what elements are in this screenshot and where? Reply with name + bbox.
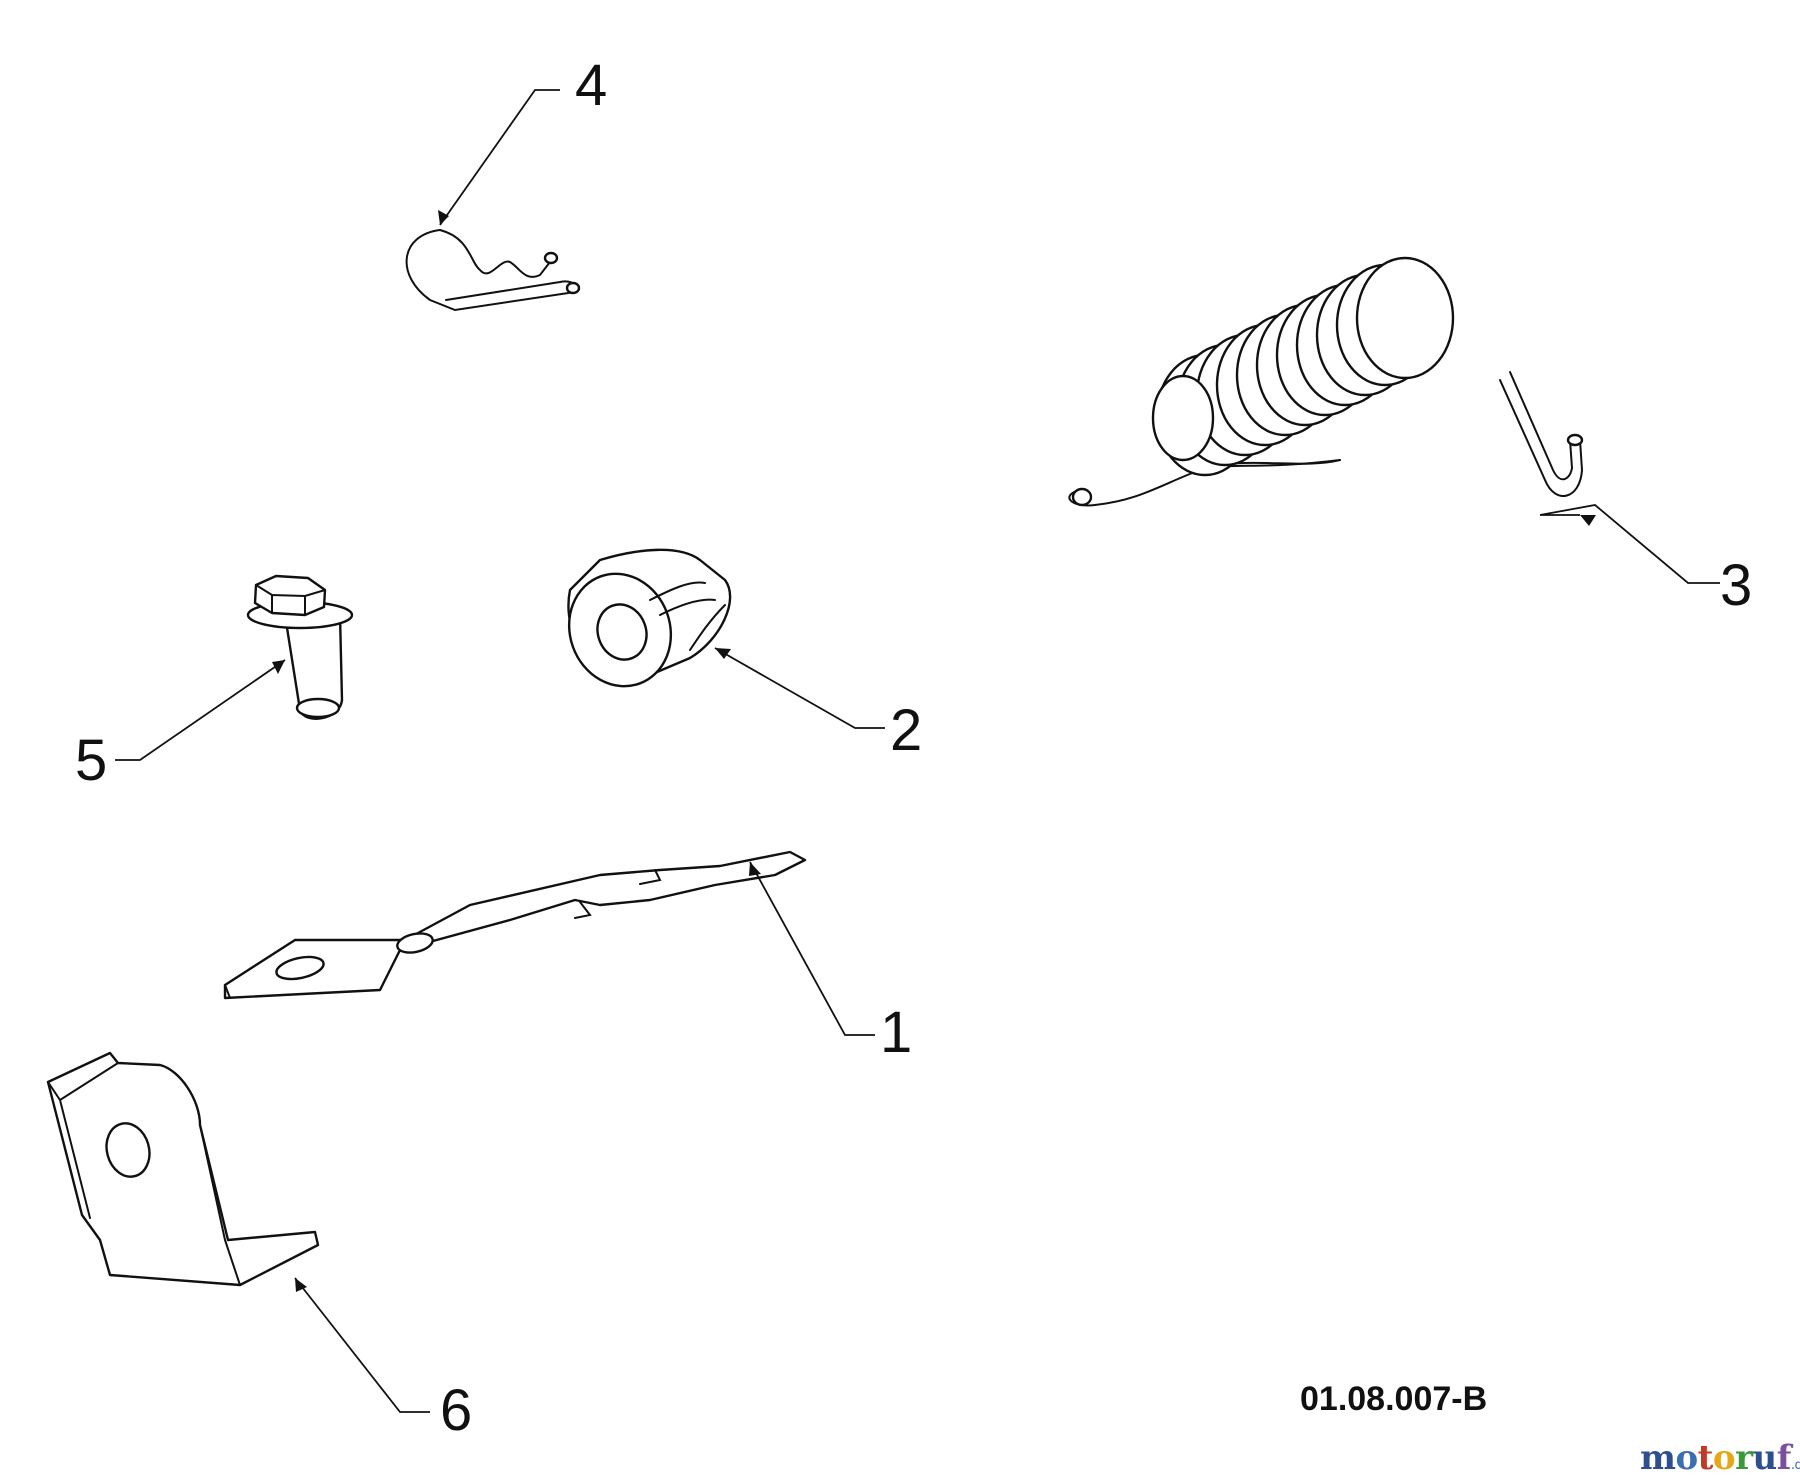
callout-number-5: 5 [75,728,107,793]
watermark-letter: r [1735,1438,1753,1478]
watermark-letter: u [1752,1438,1778,1478]
part-3-extension-spring [1068,256,1584,507]
leader-line-6 [294,1277,430,1413]
callout-number-4: 4 [575,53,607,118]
part-2-bushing [567,548,732,688]
drawing-reference-number: 01.08.007-B [1300,1380,1488,1418]
callout-number-1: 1 [880,1000,912,1065]
watermark-suffix: .de [1790,1458,1800,1473]
callout-number-6: 6 [440,1378,472,1443]
watermark-letter: o [1675,1438,1698,1478]
part-1-lever-arm [223,850,807,1000]
watermark-letter: t [1697,1438,1714,1478]
part-5-flange-bolt [246,574,354,720]
leader-line-2 [714,647,885,729]
part-6-angle-bracket [46,1051,320,1287]
watermark-letter: f [1776,1438,1792,1478]
callout-number-3: 3 [1720,553,1752,618]
watermark-letters: motoruf [1640,1438,1791,1478]
leader-line-1 [749,861,875,1036]
watermark-letter: m [1640,1438,1676,1478]
watermark-letter: o [1712,1438,1736,1478]
leader-line-3 [1539,504,1720,584]
part-4-hair-pin-clip [405,229,581,312]
leader-line-5 [115,659,286,761]
callout-number-2: 2 [890,698,922,763]
watermark-logo: motoruf.de [1640,1438,1800,1478]
leader-line-4 [438,89,560,226]
